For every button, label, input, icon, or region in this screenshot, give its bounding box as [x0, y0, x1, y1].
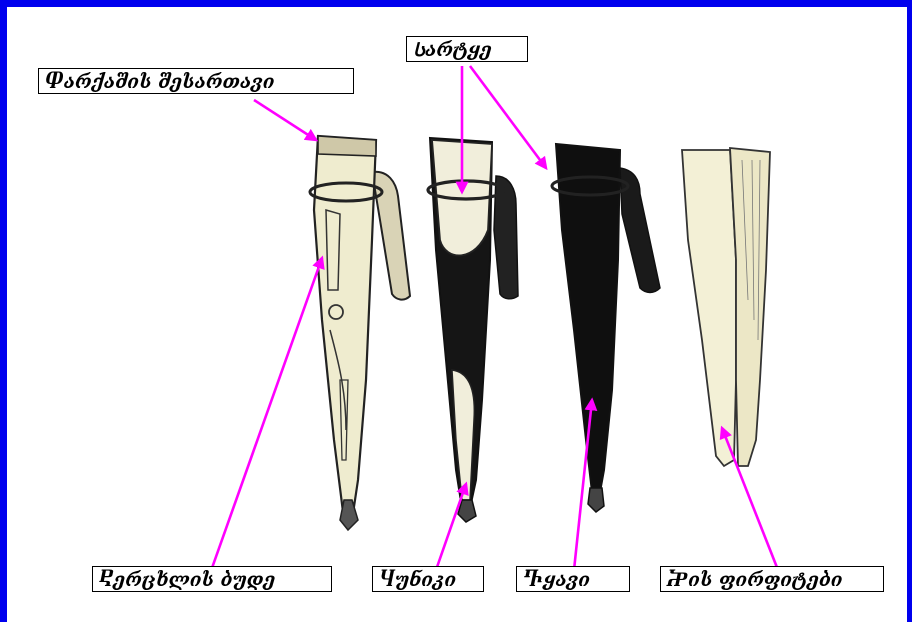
twotone-scabbard [428, 138, 518, 522]
silver-scabbard [310, 136, 410, 530]
label-leather: Ⴅყავი [516, 566, 630, 592]
label-scabbard-mouth: Ⴔარქაშის შესართავი [38, 68, 354, 94]
pointer-arrows [212, 66, 778, 570]
leather-scabbard [552, 144, 660, 512]
label-wood-plates: Ⴟის ფირფიტები [660, 566, 884, 592]
wooden-plates [682, 148, 770, 466]
label-silver-scabbard: Ⴒერცხლის ბუდე [92, 566, 332, 592]
label-belt-ring: Სარტყე [406, 36, 528, 62]
label-chape: Ⴗუნიკი [372, 566, 484, 592]
